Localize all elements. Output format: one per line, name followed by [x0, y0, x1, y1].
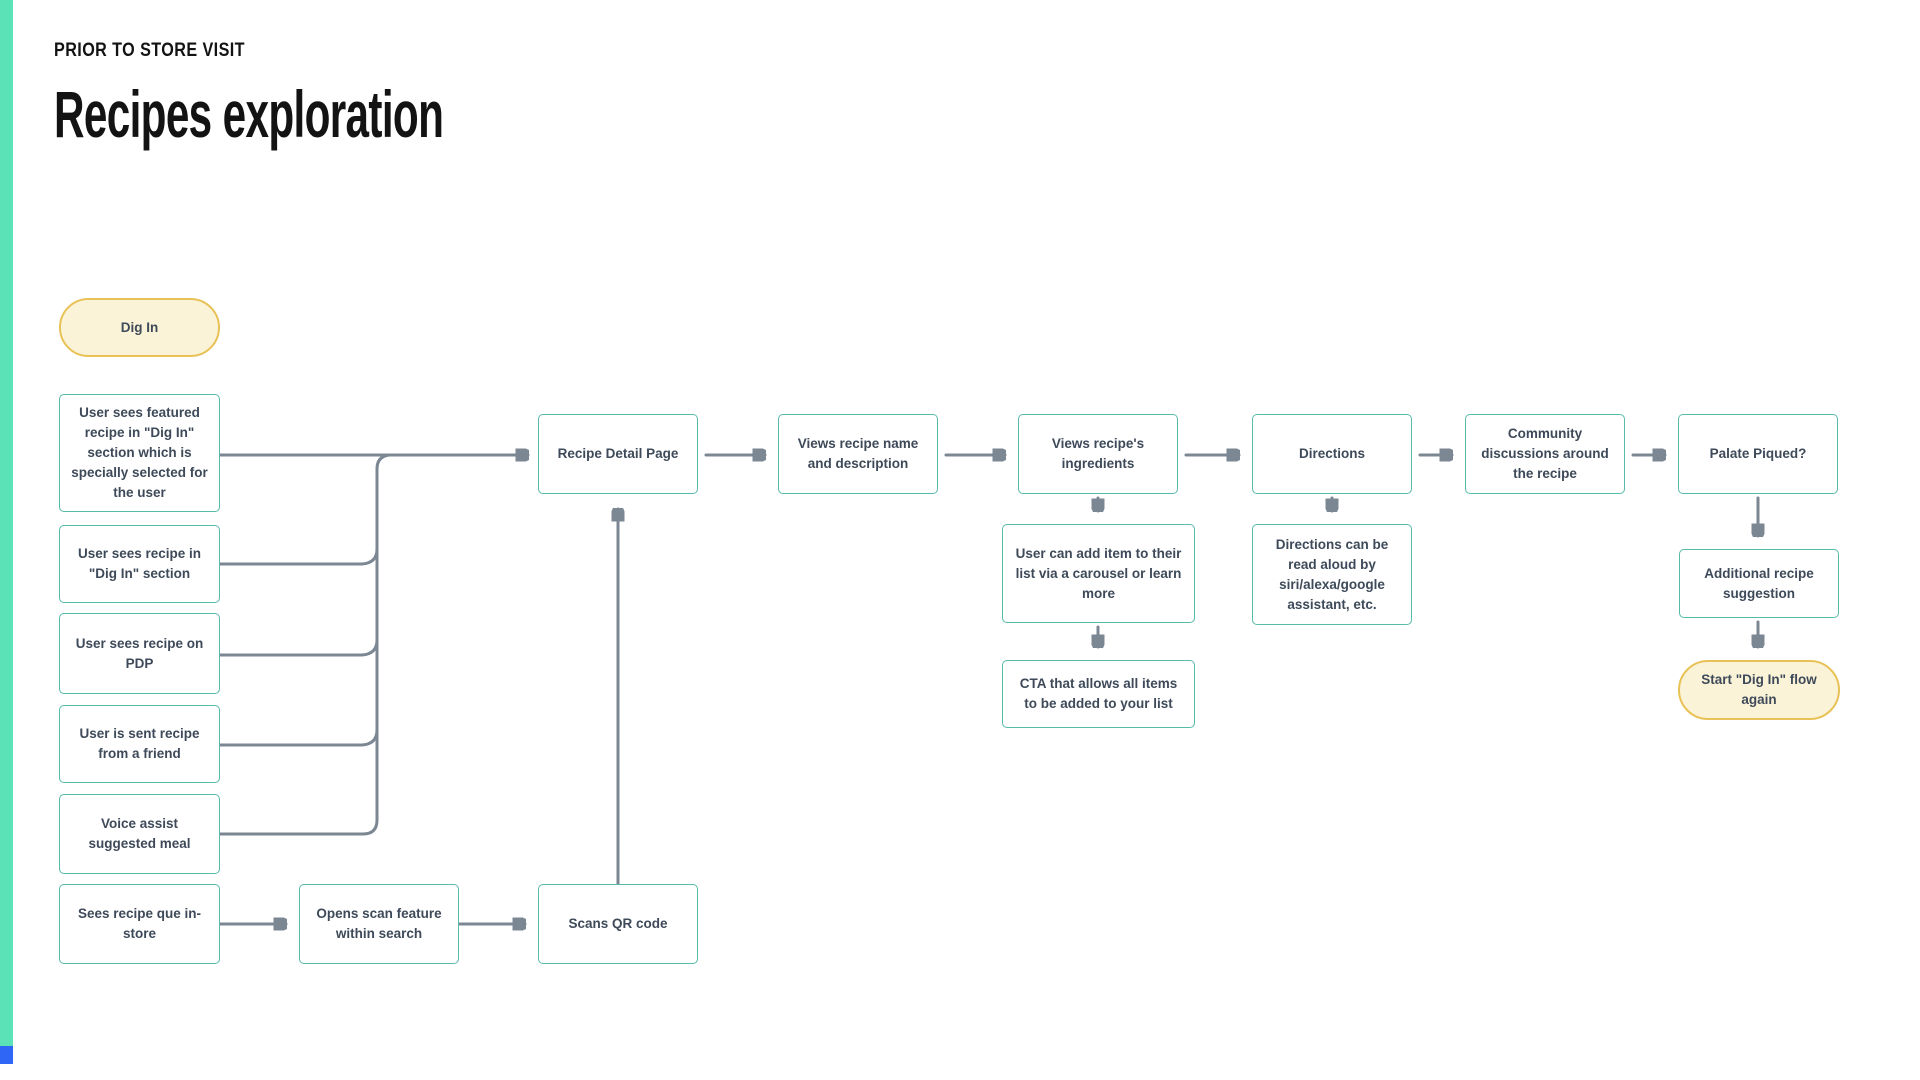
node-views-name-description: Views recipe name and description — [778, 414, 938, 494]
entry-node-recipe-on-pdp: User sees recipe on PDP — [59, 613, 220, 694]
entry-node-recipe-from-friend: User is sent recipe from a friend — [59, 705, 220, 783]
page-title: Recipes exploration — [54, 77, 444, 151]
entry-node-voice-assist: Voice assist suggested meal — [59, 794, 220, 874]
end-node-restart-dig-in: Start "Dig In" flow again — [1678, 660, 1840, 720]
node-views-ingredients: Views recipe's ingredients — [1018, 414, 1178, 494]
entry-node-dig-in-section: User sees recipe in "Dig In" section — [59, 525, 220, 603]
node-scans-qr-code: Scans QR code — [538, 884, 698, 964]
node-directions-read-aloud: Directions can be read aloud by siri/ale… — [1252, 524, 1412, 625]
node-additional-recipe-suggestion: Additional recipe suggestion — [1679, 549, 1839, 618]
node-add-item-carousel: User can add item to their list via a ca… — [1002, 524, 1195, 623]
left-accent-bar-bottom — [0, 1046, 13, 1064]
start-node-dig-in: Dig In — [59, 298, 220, 357]
node-recipe-detail-page: Recipe Detail Page — [538, 414, 698, 494]
left-accent-bar — [0, 0, 13, 1046]
node-directions: Directions — [1252, 414, 1412, 494]
node-community-discussions: Community discussions around the recipe — [1465, 414, 1625, 494]
entry-node-recipe-que-in-store: Sees recipe que in-store — [59, 884, 220, 964]
node-cta-add-all-items: CTA that allows all items to be added to… — [1002, 660, 1195, 728]
entry-node-featured-recipe: User sees featured recipe in "Dig In" se… — [59, 394, 220, 512]
node-opens-scan-feature: Opens scan feature within search — [299, 884, 459, 964]
node-palate-piqued: Palate Piqued? — [1678, 414, 1838, 494]
section-kicker: PRIOR TO STORE VISIT — [54, 40, 245, 61]
